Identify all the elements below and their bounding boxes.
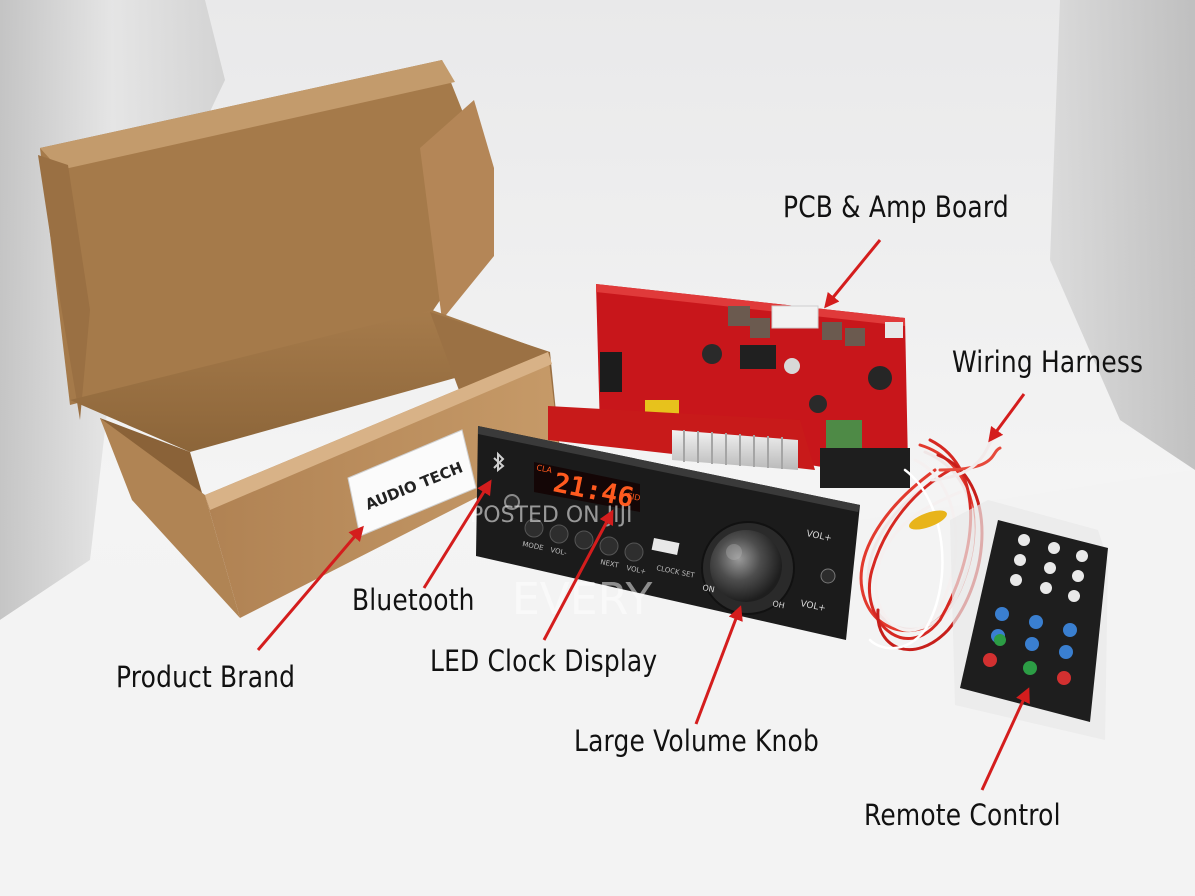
vol-label: VOL+ [626, 564, 647, 576]
label-wiring-harness: Wiring Harness [952, 345, 1144, 379]
arrow-brand [256, 525, 364, 651]
knob-on-label: ON [702, 583, 716, 594]
led-clock-left-tag: CLA [536, 463, 554, 475]
watermark-line1: POSTED ON JIJI [470, 503, 633, 528]
remote-control [950, 500, 1108, 740]
volume-knob [701, 521, 795, 615]
ir-sensor [820, 568, 836, 584]
prev-button [549, 524, 569, 544]
vol-minus-label: VOL- [550, 546, 568, 557]
label-remote-control: Remote Control [864, 798, 1061, 832]
usb-port [651, 538, 680, 555]
play-button [599, 536, 619, 556]
arrow-remote [980, 687, 1030, 791]
aux-jack [504, 494, 520, 510]
led-clock-right-tag: CID [626, 491, 642, 503]
mode-button [524, 518, 544, 538]
watermark-line2: EVERY [512, 574, 652, 625]
label-volume-knob: Large Volume Knob [574, 724, 819, 758]
arrow-wiring [988, 393, 1026, 443]
label-bluetooth: Bluetooth [352, 583, 475, 617]
arrow-led [542, 509, 614, 641]
brand-sticker: AUDIO TECH [347, 429, 477, 537]
label-product-brand: Product Brand [116, 660, 296, 694]
next-button [624, 542, 644, 562]
arrow-knob [694, 605, 743, 725]
bluetooth-icon [493, 451, 505, 473]
cardboard-box [38, 60, 560, 618]
front-panel: 21:46 CLA CID MODE VOL- NEXT VOL+ CLOCK … [476, 406, 860, 640]
annotation-arrows [256, 239, 1030, 791]
arrow-bluetooth [422, 479, 492, 589]
arrow-pcb [824, 239, 882, 309]
right-foil-panel [1050, 0, 1195, 470]
vol-minus-button [574, 530, 594, 550]
knob-off-label: OH [772, 599, 786, 610]
label-led-clock-display: LED Clock Display [430, 644, 658, 678]
label-pcb-amp-board: PCB & Amp Board [783, 190, 1009, 224]
next-label: NEXT [600, 558, 621, 570]
